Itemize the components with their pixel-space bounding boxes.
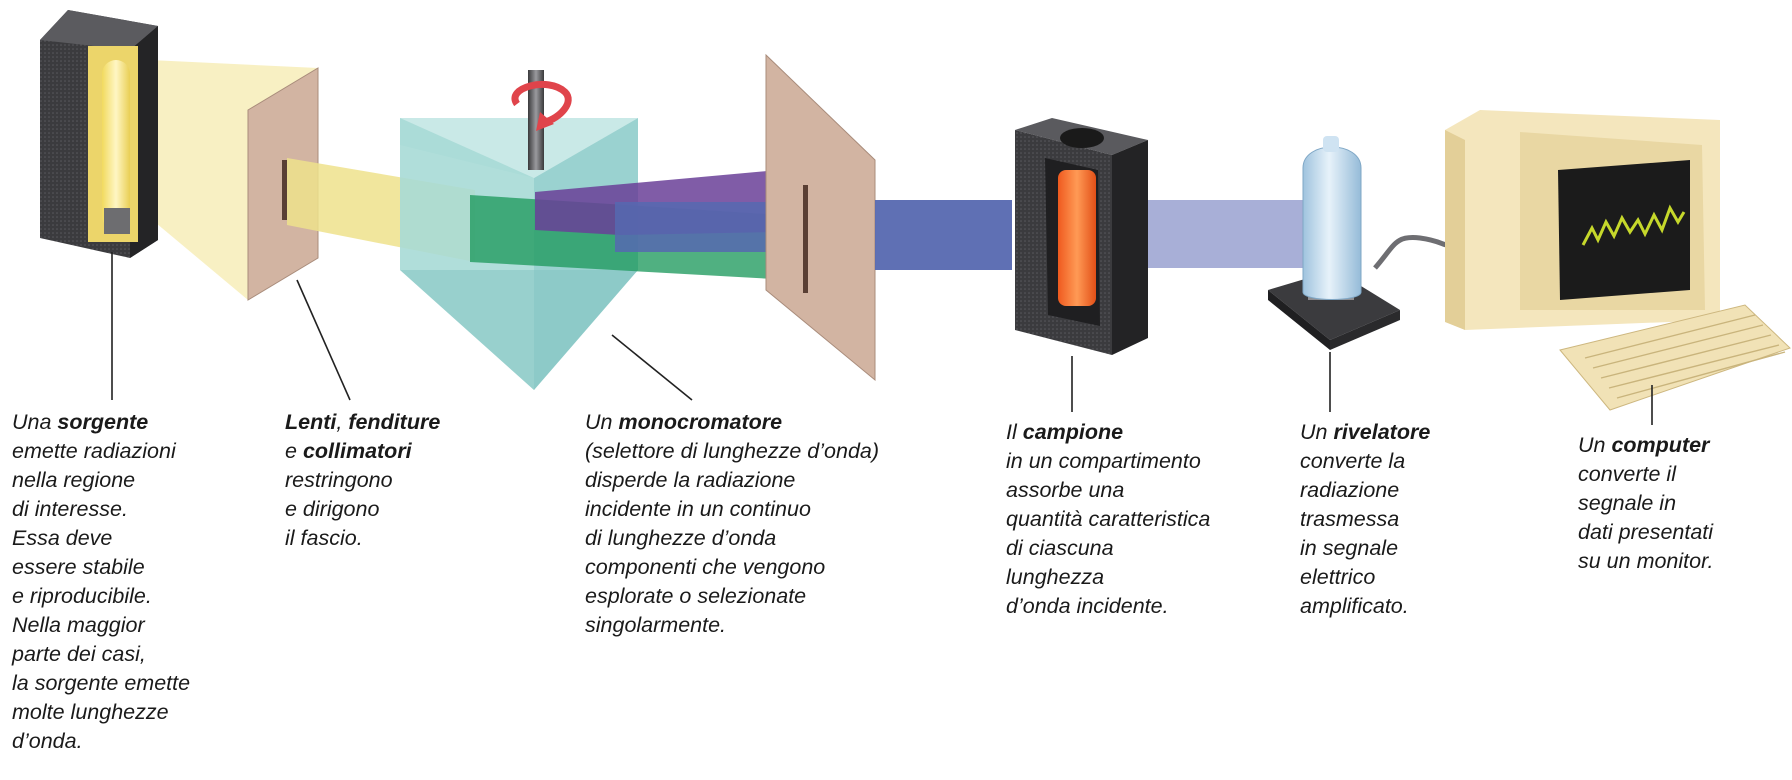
caption-line: componenti che vengono [585,555,826,579]
caption-line: assorbe una [1006,478,1125,502]
caption-line: incidente in un continuo [585,497,811,521]
caption-line: trasmessa [1300,507,1400,531]
caption-source-title: sorgente [57,410,149,434]
caption-line: di lunghezze d’onda [585,526,777,550]
caption-lenses-title-b: fenditure [348,410,441,434]
caption-detector: Un rivelatore converte la radiazione tra… [1300,418,1430,621]
caption-lenses-title-a: Lenti [285,410,337,434]
caption-sample-title: campione [1022,420,1124,444]
monitor-screen [1558,160,1690,300]
caption-monochromator: Un monocromatore (selettore di lunghezze… [585,408,879,640]
signal-trace [1581,204,1686,246]
beam-transmitted [1148,200,1311,268]
caption-line: converte la [1300,449,1406,473]
caption-line: elettrico [1300,565,1376,589]
caption-line: in segnale [1300,536,1399,560]
lamp [102,60,130,230]
caption-sample: Il campione in un compartimento assorbe … [1006,418,1210,621]
caption-line: d’onda incidente. [1006,594,1169,618]
caption-line: su un monitor. [1578,549,1714,573]
caption-line: quantità caratteristica [1006,507,1211,531]
caption-source: Una sorgente emette radiazioni nella reg… [12,408,190,756]
caption-line: esplorate o selezionate [585,584,807,608]
caption-line: Nella maggior [12,613,145,637]
caption-line: (selettore di lunghezze d’onda) [585,439,880,463]
rotation-arrow-icon [511,81,572,126]
caption-line: segnale in [1578,491,1677,515]
sample-holder-icon [1015,118,1148,355]
caption-computer-title: computer [1611,433,1710,457]
caption-line: d’onda. [12,729,83,753]
computer-icon [1445,110,1791,411]
caption-mono-title: monocromatore [618,410,783,434]
caption-line: molte lunghezze [12,700,169,724]
beam-blue-dispersed [615,202,808,252]
exit-slit-icon [765,53,876,382]
detector-tube-icon [1268,136,1466,350]
caption-line: converte il [1578,462,1676,486]
caption-mono-pre: Un [585,410,619,434]
caption-line: di interesse. [12,497,128,521]
caption-line: amplificato. [1300,594,1409,618]
caption-line: e dirigono [285,497,380,521]
caption-line: essere stabile [12,555,145,579]
caption-line: in un compartimento [1006,449,1201,473]
caption-line: singolarmente. [585,613,727,637]
beam-monochromatic [875,200,1012,270]
caption-line: il fascio. [285,526,363,550]
caption-line: dati presentati [1578,520,1714,544]
sample-cuvette [1058,170,1096,306]
caption-line: di ciascuna [1006,536,1114,560]
caption-line: emette radiazioni [12,439,176,463]
caption-line: e riproducibile. [12,584,152,608]
caption-detector-pre: Un [1300,420,1334,444]
rotation-rod [528,70,544,170]
caption-line: parte dei casi, [12,642,146,666]
caption-line: Essa deve [12,526,113,550]
caption-computer: Un computer converte il segnale in dati … [1578,431,1713,576]
caption-source-pre: Una [12,410,58,434]
caption-computer-pre: Un [1578,433,1612,457]
caption-line: restringono [285,468,393,492]
caption-line: disperde la radiazione [585,468,796,492]
caption-detector-title: rivelatore [1333,420,1431,444]
caption-lenses-sep: , [336,410,349,434]
caption-lenses-pre: e [285,439,303,463]
caption-sample-pre: Il [1006,420,1023,444]
caption-line: lunghezza [1006,565,1105,589]
caption-lenses-title-c: collimatori [302,439,412,463]
caption-line: la sorgente emette [12,671,191,695]
leader-lines [111,252,1653,425]
caption-line: radiazione [1300,478,1400,502]
caption-lenses: Lenti, fenditure e collimatori restringo… [285,408,440,553]
caption-line: nella regione [12,468,136,492]
